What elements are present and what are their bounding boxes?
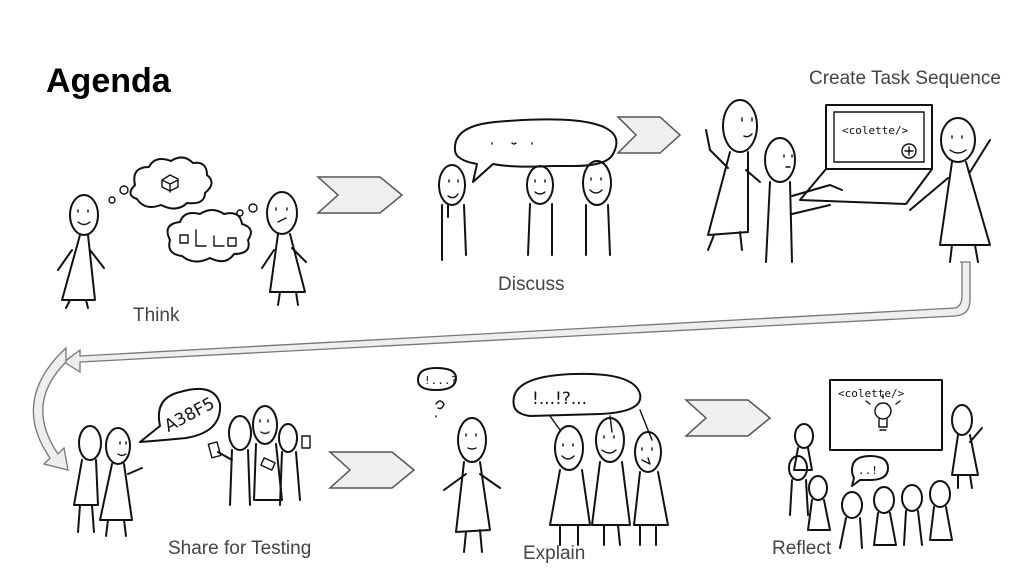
code-tag-text-top: <colette/> xyxy=(842,124,909,137)
explain-bubble-text: !...!?... xyxy=(532,389,587,409)
curved-down-arrow xyxy=(32,346,69,471)
reflect-illustration: <colette/> ..! xyxy=(788,379,983,549)
flow-chevron-1 xyxy=(316,176,404,214)
create-task-illustration: <colette/> xyxy=(705,99,991,263)
step-label-think: Think xyxy=(133,305,180,326)
reflect-bubble-text: ..! xyxy=(858,464,878,477)
step-label-discuss: Discuss xyxy=(498,274,565,295)
explain-thought-text: !...? xyxy=(424,374,457,387)
flow-chevron-4 xyxy=(684,399,772,437)
step-label-share-for-testing: Share for Testing xyxy=(168,538,312,559)
step-label-reflect: Reflect xyxy=(772,538,832,559)
explain-illustration: !...? !...!?... xyxy=(417,367,669,553)
discuss-illustration xyxy=(438,118,618,261)
think-illustration xyxy=(57,156,307,309)
step-label-explain: Explain xyxy=(523,543,586,564)
flow-chevron-2 xyxy=(616,116,682,154)
code-tag-text-bottom: <colette/> xyxy=(838,387,905,400)
share-illustration: A38F5 xyxy=(73,388,311,537)
page-title: Agenda xyxy=(46,62,171,100)
step-label-create-task-sequence: Create Task Sequence xyxy=(809,68,1001,89)
flow-chevron-3 xyxy=(328,451,416,489)
